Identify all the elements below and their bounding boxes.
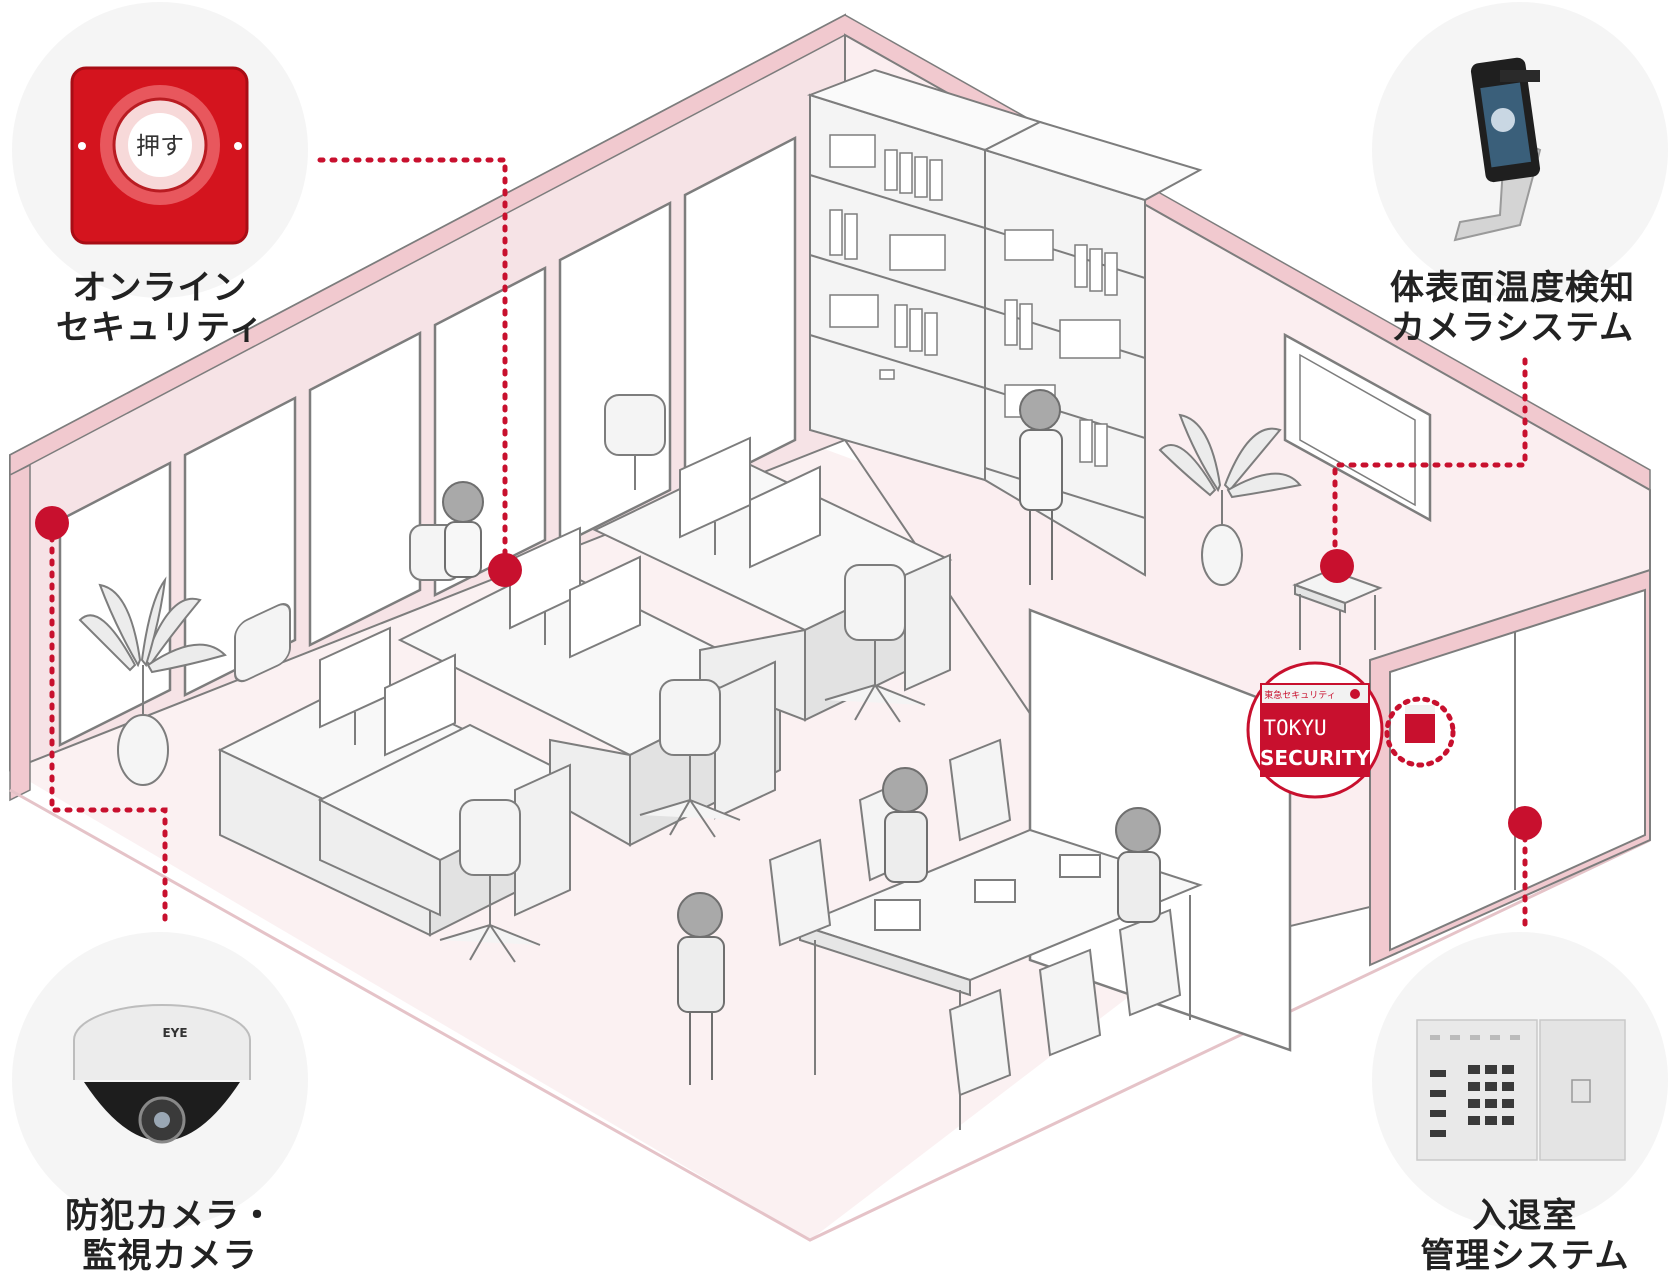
door-sticker xyxy=(1384,696,1456,768)
side-table xyxy=(1292,568,1383,665)
label-security-camera-line2: 監視カメラ xyxy=(82,1236,258,1276)
plant-right xyxy=(1158,413,1302,586)
person-1 xyxy=(442,481,484,578)
books-1 xyxy=(829,134,946,380)
keypad-panel-icon xyxy=(1416,1019,1626,1161)
camera-brand-text: EYE xyxy=(162,1026,187,1040)
sticker-brand-line2: SECURITY xyxy=(1260,746,1370,770)
window-3 xyxy=(308,330,422,648)
label-online-security-line1: オンライン xyxy=(72,268,248,308)
label-online-security: オンライン セキュリティ xyxy=(20,268,300,348)
label-thermal-camera-line2: カメラシステム xyxy=(1390,308,1635,348)
alarm-button-icon: 押す xyxy=(70,66,249,245)
sticker-small-text: 東急セキュリティ xyxy=(1264,689,1335,701)
monitor-6 xyxy=(749,465,821,569)
sticker-brand-line1: TOKYU xyxy=(1263,716,1326,740)
plant-left xyxy=(78,576,227,786)
thermal-camera-tablet-icon xyxy=(1453,57,1542,242)
person-3 xyxy=(882,767,928,883)
connector-dots xyxy=(35,506,1542,840)
person-5 xyxy=(677,892,725,1085)
person-4 xyxy=(1115,807,1161,923)
dot-access-control xyxy=(1508,806,1542,840)
monitors xyxy=(319,436,821,757)
chair-2 xyxy=(604,394,666,490)
label-access-control-line2: 管理システム xyxy=(1420,1236,1630,1276)
label-online-security-line2: セキュリティ xyxy=(56,308,264,348)
label-access-control: 入退室 管理システム xyxy=(1375,1196,1675,1276)
dot-thermal-camera xyxy=(1320,549,1354,583)
window-6 xyxy=(683,135,797,498)
dot-online-security xyxy=(488,553,522,587)
dot-security-camera xyxy=(35,506,69,540)
chairs xyxy=(234,394,926,963)
monitor-4 xyxy=(569,555,641,659)
right-window xyxy=(1283,332,1432,523)
meeting-table xyxy=(797,828,1203,1130)
entrance-door xyxy=(1369,568,1651,967)
door-panel xyxy=(1389,588,1646,952)
connector-security-camera xyxy=(49,522,168,923)
drawer-units xyxy=(514,553,951,917)
dome-camera-icon: EYE xyxy=(73,1004,251,1144)
chair-5 xyxy=(824,564,926,723)
label-security-camera-line1: 防犯カメラ・ xyxy=(65,1196,275,1236)
chair-1 xyxy=(234,603,291,683)
label-access-control-line1: 入退室 xyxy=(1472,1196,1578,1236)
person-2 xyxy=(1019,389,1063,585)
window-5 xyxy=(558,200,672,548)
tokyu-security-sticker: 東急セキュリティ TOKYU SECURITY xyxy=(1246,661,1384,799)
people xyxy=(442,389,1161,1085)
monitor-2 xyxy=(384,653,456,757)
label-thermal-camera: 体表面温度検知 カメラシステム xyxy=(1350,268,1675,348)
alarm-button-text: 押す xyxy=(136,132,184,160)
connector-online-security xyxy=(317,157,508,563)
left-wall-end xyxy=(9,463,31,802)
connector-thermal-camera xyxy=(1332,357,1528,568)
label-security-camera: 防犯カメラ・ 監視カメラ xyxy=(20,1196,320,1276)
chair-3 xyxy=(439,799,541,963)
label-thermal-camera-line1: 体表面温度検知 xyxy=(1390,268,1635,308)
connectors xyxy=(49,157,1528,928)
windows xyxy=(58,135,797,748)
floor-outline xyxy=(9,788,1651,1242)
chair-4 xyxy=(639,679,741,838)
books-2 xyxy=(1004,229,1121,467)
